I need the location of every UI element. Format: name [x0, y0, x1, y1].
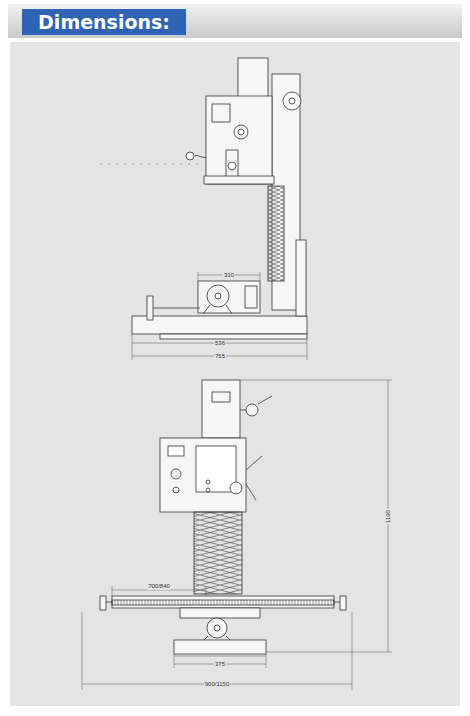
dimension-label: 310	[223, 272, 235, 279]
dimension-label: 375	[214, 661, 226, 668]
title-text: Dimensions:	[38, 10, 170, 34]
dimension-label: 900/1150	[204, 681, 231, 688]
dimension-label: 536	[214, 340, 226, 347]
dimension-label: 755	[214, 353, 226, 360]
dimension-label: 700/840	[147, 583, 171, 590]
dimension-label: 1190	[385, 509, 392, 524]
